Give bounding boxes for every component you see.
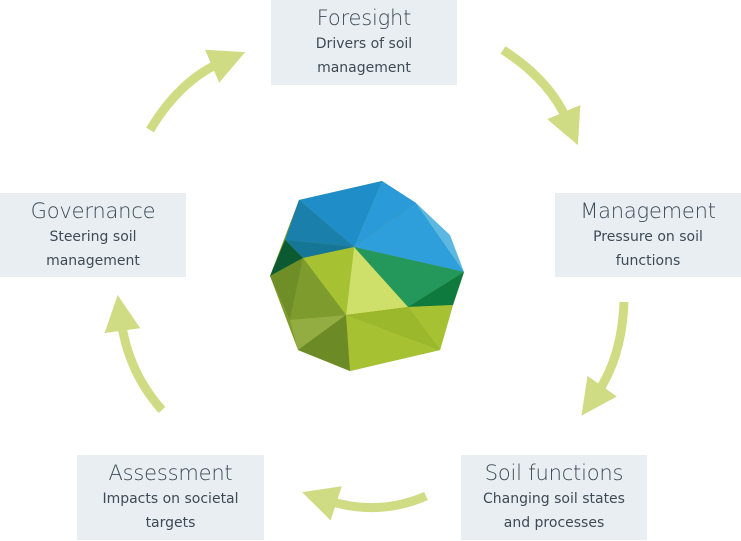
stage-governance: Governance Steering soil management — [0, 193, 186, 277]
stage-description: Drivers of soil management — [315, 36, 413, 76]
stage-soil-functions: Soil functions Changing soil states and … — [461, 455, 647, 540]
stage-title: Governance — [30, 199, 156, 223]
curved-arrow-icon — [581, 301, 629, 416]
curved-arrow-icon — [302, 486, 428, 521]
stage-assessment: Assessment Impacts on societal targets — [77, 455, 264, 540]
stage-description: Steering soil management — [46, 229, 140, 269]
curved-arrow-icon — [104, 295, 166, 413]
stage-title: Soil functions — [484, 461, 624, 485]
stage-description: Pressure on soil functions — [593, 229, 703, 269]
curved-arrow-icon — [500, 46, 581, 146]
stage-title: Management — [580, 199, 716, 223]
curved-arrow-icon — [146, 49, 246, 133]
stage-description: Changing soil states and processes — [483, 491, 625, 531]
stage-description: Impacts on societal targets — [102, 491, 239, 531]
stage-title: Assessment — [108, 461, 233, 485]
stage-management: Management Pressure on soil functions — [555, 193, 741, 277]
stage-foresight: Foresight Drivers of soil management — [271, 0, 457, 85]
stage-title: Foresight — [316, 6, 412, 30]
